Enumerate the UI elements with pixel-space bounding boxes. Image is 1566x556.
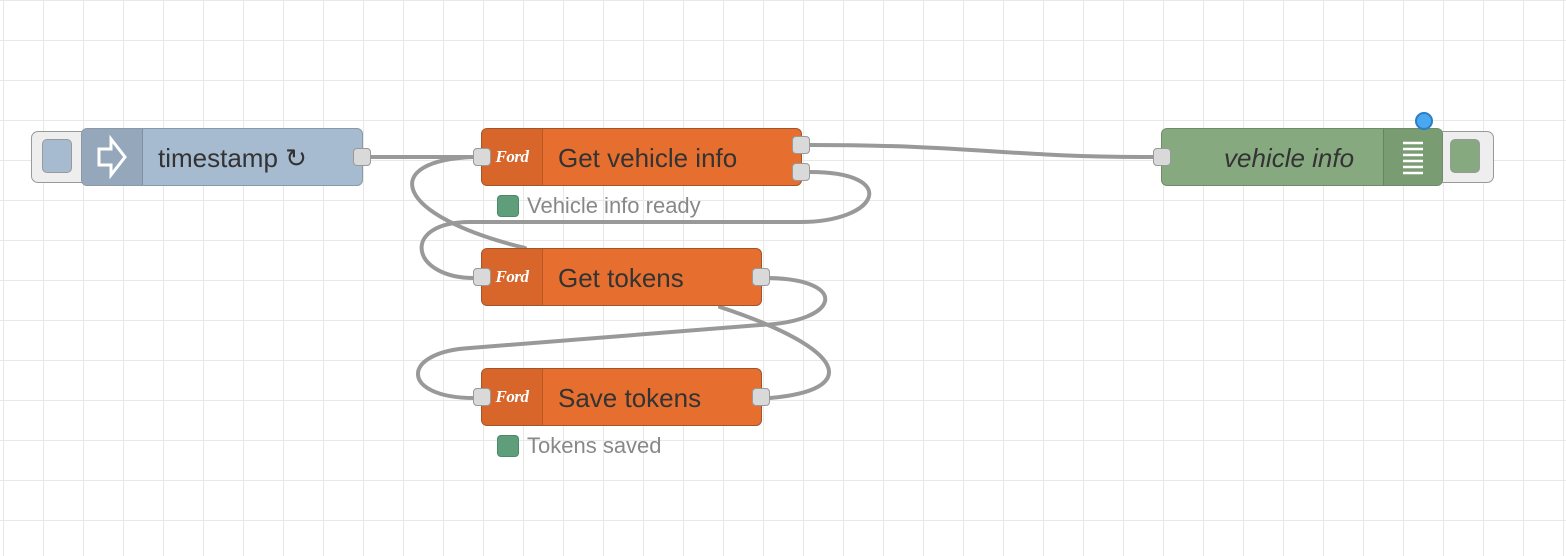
get-vehicle-info-icon-area: Ford	[482, 129, 543, 185]
save-tokens-icon-area: Ford	[482, 369, 543, 425]
get-vehicle-info-status: Vehicle info ready	[497, 193, 701, 219]
save-tokens-status: Tokens saved	[497, 433, 662, 459]
arrow-right-icon	[97, 135, 127, 179]
inject-node-label: timestamp ↻	[158, 143, 307, 173]
get-vehicle-info-output-port-1[interactable]	[792, 136, 810, 154]
debug-node[interactable]: vehicle info	[1153, 128, 1443, 186]
inject-button[interactable]	[42, 139, 72, 173]
status-dot-icon	[497, 195, 519, 217]
changed-marker	[1415, 112, 1433, 130]
save-tokens-output-port[interactable]	[752, 388, 770, 406]
inject-output-port[interactable]	[353, 148, 371, 166]
ford-logo-icon: Ford	[495, 147, 529, 166]
wire-get-tokens-to-save-tokens	[416, 276, 828, 400]
get-tokens-label: Get tokens	[558, 263, 684, 293]
get-vehicle-info-node[interactable]: Ford Get vehicle info	[473, 128, 810, 186]
debug-input-port[interactable]	[1153, 148, 1171, 166]
inject-button-tab[interactable]	[31, 131, 91, 183]
debug-node-label: vehicle info	[1224, 143, 1355, 173]
wire-loop-to-get-tokens	[410, 155, 527, 250]
get-tokens-node[interactable]: Ford Get tokens	[473, 248, 770, 306]
debug-icon-area	[1383, 129, 1442, 185]
get-vehicle-info-label: Get vehicle info	[558, 143, 738, 173]
list-icon	[1403, 141, 1423, 175]
wire-save-tokens-output	[718, 305, 831, 400]
debug-toggle-button[interactable]	[1450, 139, 1480, 173]
wire-vehicle-info-to-get-tokens	[419, 170, 872, 280]
ford-logo-icon: Ford	[495, 387, 529, 406]
get-vehicle-info-output-port-2[interactable]	[792, 163, 810, 181]
status-dot-icon	[497, 435, 519, 457]
save-tokens-status-text: Tokens saved	[527, 433, 662, 458]
get-vehicle-info-status-text: Vehicle info ready	[527, 193, 701, 218]
save-tokens-label: Save tokens	[558, 383, 702, 413]
inject-node[interactable]: timestamp ↻	[81, 128, 371, 186]
get-tokens-output-port[interactable]	[752, 268, 770, 286]
ford-logo-icon: Ford	[495, 267, 529, 286]
wire-vehicle-info-to-debug	[808, 143, 1156, 159]
save-tokens-node[interactable]: Ford Save tokens	[473, 368, 770, 426]
get-tokens-icon-area: Ford	[482, 249, 543, 305]
save-tokens-input-port[interactable]	[473, 388, 491, 406]
get-vehicle-info-input-port[interactable]	[473, 148, 491, 166]
get-tokens-input-port[interactable]	[473, 268, 491, 286]
inject-icon-area	[82, 129, 143, 185]
